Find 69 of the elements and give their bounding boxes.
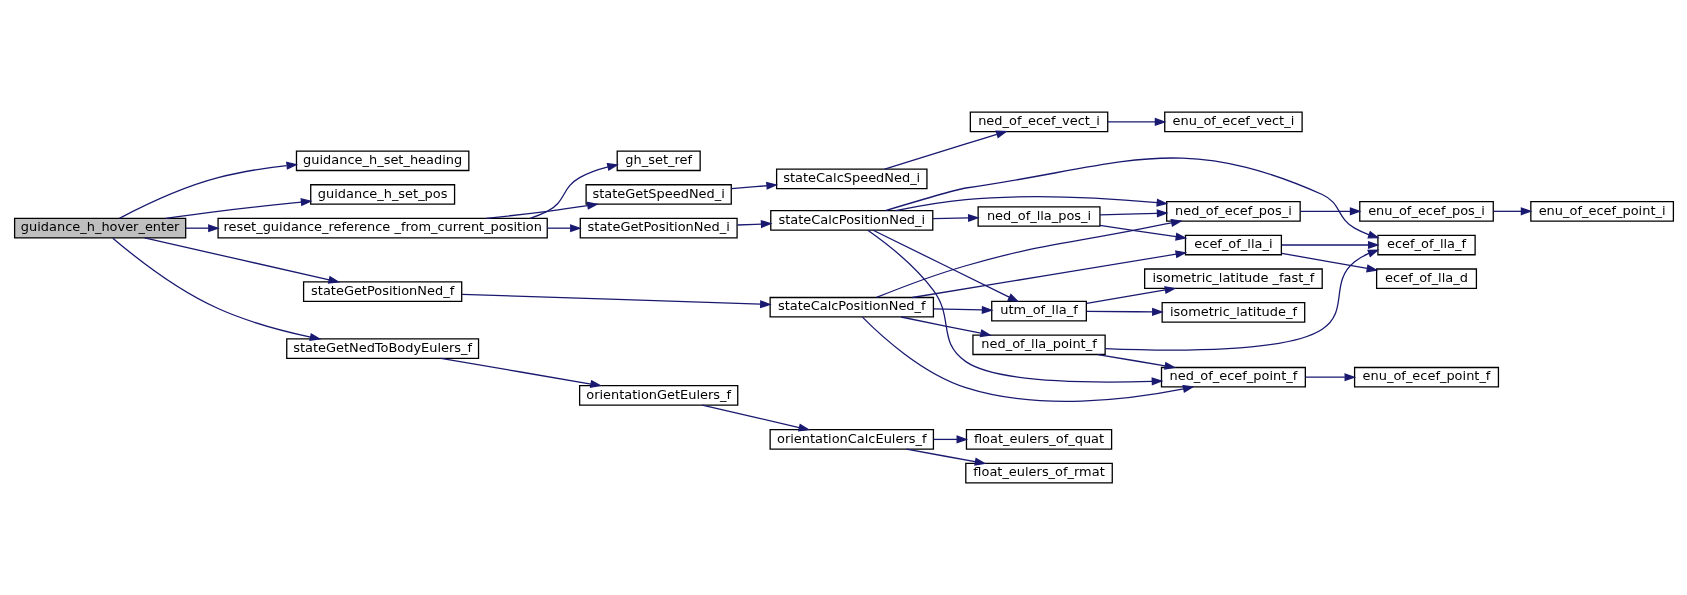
- node-box: enu_of_ecef_point_i: [1529, 200, 1674, 222]
- node-box: ecef_of_lla_f: [1376, 234, 1476, 256]
- node-box: isometric_latitude_f: [1161, 302, 1305, 323]
- node-box: guidance_h_set_heading: [295, 150, 469, 172]
- node-box: ned_of_lla_pos_i: [977, 206, 1101, 227]
- arrow: [911, 250, 1187, 299]
- arrow: [1304, 373, 1356, 382]
- node-box: stateGetSpeedNed_i: [584, 184, 732, 205]
- arrow: [546, 224, 582, 233]
- node-box: ned_of_ecef_pos_i: [1165, 200, 1301, 222]
- arrow: [1492, 207, 1532, 216]
- arrow: [883, 130, 1008, 170]
- node-box: stateGetPositionNed_f: [302, 281, 462, 303]
- node-box: orientationCalcEulers_f: [769, 429, 934, 450]
- node-box: guidance_h_set_pos: [309, 184, 455, 205]
- arrow: [875, 218, 1183, 299]
- arrow: [1085, 307, 1164, 316]
- arrow: [884, 157, 1380, 239]
- arrow: [484, 201, 599, 220]
- arrow: [1280, 240, 1380, 250]
- arrow: [528, 163, 619, 220]
- arrow: [1096, 353, 1176, 370]
- node-box: reset_guidance_reference _from_current_position: [216, 217, 548, 239]
- node-box: float_eulers_of_rmat: [964, 462, 1113, 484]
- arrow: [905, 448, 986, 466]
- arrow: [866, 229, 1163, 386]
- arrow: [1104, 249, 1380, 351]
- node-box: gh_set_ref: [616, 150, 701, 172]
- arrow: [1280, 252, 1378, 273]
- arrow: [184, 224, 220, 233]
- node-box: isometric_latitude _fast_f: [1143, 268, 1323, 290]
- arrow: [1085, 286, 1176, 304]
- node-box: enu_of_ecef_point_f: [1353, 366, 1499, 388]
- node-box: stateCalcPositionNed_i: [769, 210, 933, 231]
- arrow: [894, 196, 1168, 212]
- arrow: [861, 316, 1195, 402]
- arrow: [164, 198, 312, 220]
- arrow: [439, 357, 602, 388]
- arrow: [730, 181, 778, 190]
- arrow: [118, 161, 298, 219]
- arrow: [872, 229, 1019, 303]
- arrow: [736, 219, 773, 229]
- arrow: [1106, 117, 1166, 126]
- node-box: ned_of_lla_point_f: [971, 334, 1106, 356]
- node-box: ecef_of_lla_d: [1375, 268, 1477, 290]
- node-box: stateGetNedToBodyEulers_f: [285, 338, 479, 360]
- arrow: [899, 316, 992, 338]
- node-box: ecef_of_lla_i: [1184, 234, 1282, 256]
- arrow: [1098, 209, 1168, 218]
- arrow: [460, 293, 772, 309]
- node-box: ned_of_ecef_point_f: [1160, 366, 1306, 388]
- arrow: [143, 237, 340, 284]
- node-box: ned_of_ecef_vect_i: [969, 111, 1108, 133]
- node-box: orientationGetEulers_f: [578, 384, 738, 406]
- arrow: [1098, 224, 1187, 241]
- node-box: stateCalcPositionNed_f: [769, 296, 934, 318]
- arrow: [1299, 207, 1361, 216]
- node-box: float_eulers_of_quat: [965, 429, 1112, 450]
- node-box: utm_of_lla_f: [990, 300, 1087, 322]
- node-box: enu_of_ecef_pos_i: [1358, 200, 1494, 222]
- node-box: stateCalcSpeedNed_i: [775, 168, 928, 190]
- arrow: [111, 237, 321, 341]
- arrow: [931, 213, 980, 223]
- arrow: [701, 404, 810, 432]
- node-box: stateGetPositionNed_i: [579, 217, 738, 239]
- arrow: [932, 305, 993, 315]
- node-box: enu_of_ecef_vect_i: [1163, 111, 1303, 133]
- node-box: guidance_h_hover_enter: [13, 217, 186, 239]
- arrow: [932, 435, 968, 444]
